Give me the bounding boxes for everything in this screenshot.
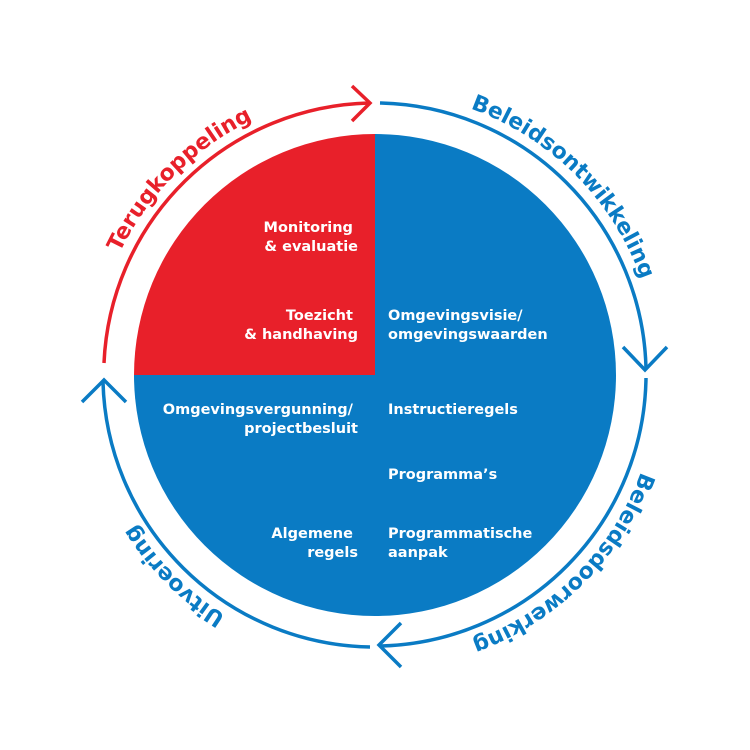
item-toezicht-handhaving: Toezicht & handhaving xyxy=(244,308,358,343)
item-line: & evaluatie xyxy=(264,239,358,255)
ring-arc-beleidsdoorwerking xyxy=(380,377,648,648)
ring-arc-uitvoering xyxy=(101,381,371,649)
item-line: Instructieregels xyxy=(388,402,518,418)
item-line: regels xyxy=(307,545,358,561)
item-line: & handhaving xyxy=(244,327,358,343)
cycle-ring xyxy=(80,84,669,669)
item-programmas: Programma’s xyxy=(388,467,497,483)
item-line: omgevingswaarden xyxy=(388,327,548,343)
item-line: projectbesluit xyxy=(244,421,358,437)
item-line: Monitoring xyxy=(264,220,353,236)
item-monitoring-evaluatie: Monitoring & evaluatie xyxy=(264,220,359,255)
item-omgevingsvergunning: Omgevingsvergunning/ projectbesluit xyxy=(163,402,358,437)
item-line: aanpak xyxy=(388,545,448,561)
quadrant-uitvoering-instrumenten xyxy=(134,375,375,616)
arrow-head-terugkoppeling-icon xyxy=(350,84,373,123)
right-items: Omgevingsvisie/ omgevingswaarden Instruc… xyxy=(388,308,548,561)
item-line: Programmatische xyxy=(388,526,533,542)
item-line: Omgevingsvisie/ xyxy=(388,308,523,324)
arrow-head-beleidsontwikkeling-icon xyxy=(621,345,669,373)
arrow-head-beleidsdoorwerking-icon xyxy=(376,621,403,669)
item-instructieregels: Instructieregels xyxy=(388,402,518,418)
quadrant-monitoring-handhaving xyxy=(134,134,375,375)
item-line: Omgevingsvergunning/ xyxy=(163,402,354,418)
item-line: Algemene xyxy=(271,526,353,542)
item-programmatische-aanpak: Programmatische aanpak xyxy=(388,526,537,561)
item-omgevingsvisie: Omgevingsvisie/ omgevingswaarden xyxy=(388,308,548,343)
item-line: Programma’s xyxy=(388,467,497,483)
ring-arc-terugkoppeling xyxy=(102,101,370,364)
top-left-items: Monitoring & evaluatie Toezicht & handha… xyxy=(244,220,358,343)
arrow-head-uitvoering-icon xyxy=(80,377,128,404)
ring-arc-beleidsontwikkeling xyxy=(379,101,648,369)
inner-disc xyxy=(134,134,616,616)
item-algemene-regels: Algemene regels xyxy=(271,526,358,561)
quadrant-beleid-instrumenten xyxy=(375,134,616,616)
item-line: Toezicht xyxy=(286,308,353,324)
bottom-left-items: Omgevingsvergunning/ projectbesluit Alge… xyxy=(163,402,358,561)
